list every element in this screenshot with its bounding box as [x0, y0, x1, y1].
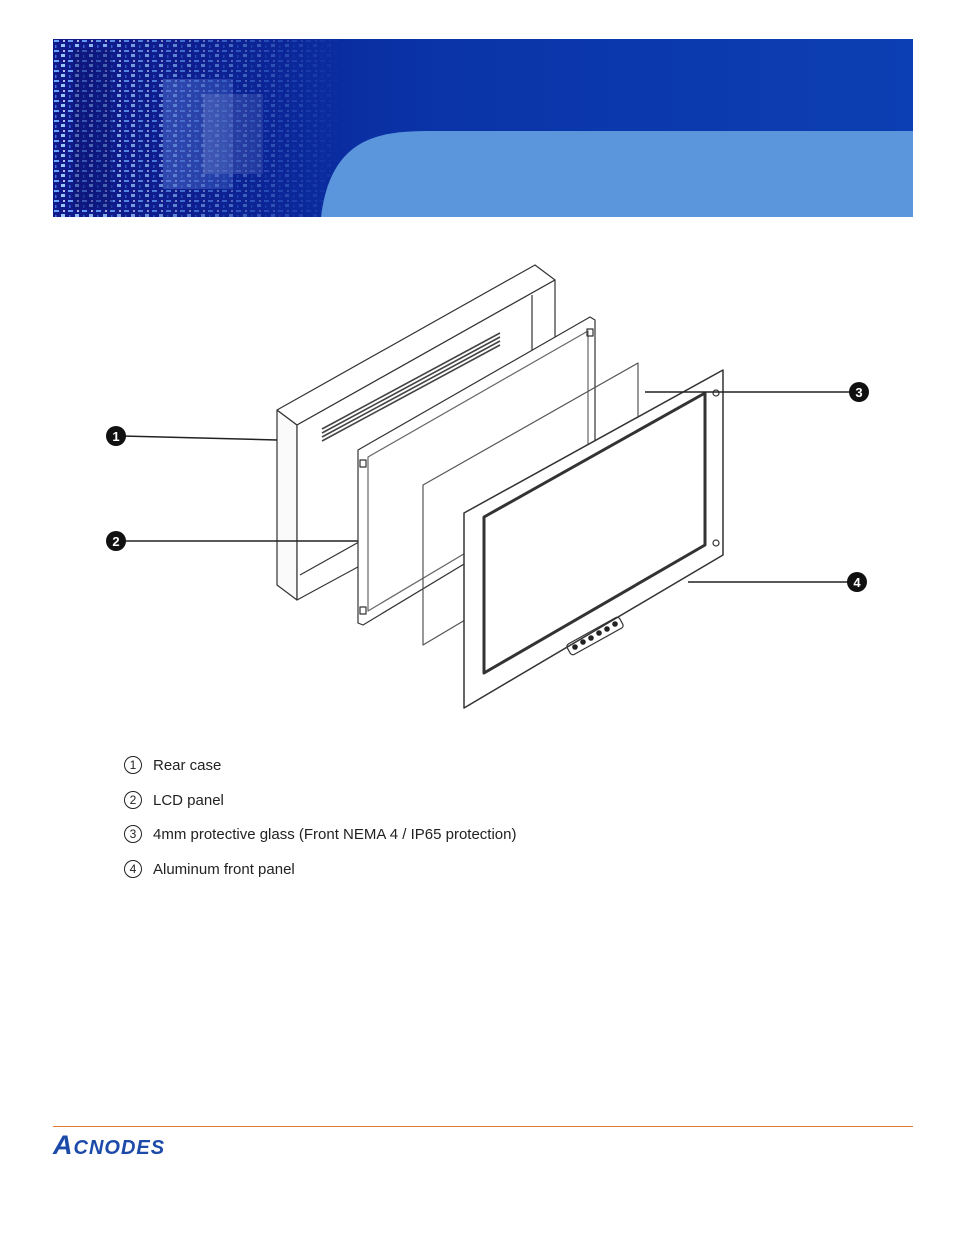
legend-item-lcd-panel: 2 LCD panel — [124, 789, 224, 811]
legend-label: 4mm protective glass (Front NEMA 4 / IP6… — [153, 826, 516, 843]
circuit-board-image — [53, 39, 343, 217]
leader-line-1 — [122, 436, 277, 440]
legend-number: 4 — [124, 860, 142, 878]
legend-item-rear-case: 1 Rear case — [124, 754, 221, 776]
legend-item-protective-glass: 3 4mm protective glass (Front NEMA 4 / I… — [124, 823, 516, 845]
legend-number: 3 — [124, 825, 142, 843]
acnodes-logo: ACNODES — [53, 1130, 213, 1160]
legend-label: LCD panel — [153, 792, 224, 809]
svg-text:4: 4 — [853, 575, 861, 590]
legend-number: 1 — [124, 756, 142, 774]
callout-1: 1 — [106, 426, 126, 446]
svg-text:1: 1 — [112, 429, 119, 444]
svg-text:2: 2 — [112, 534, 119, 549]
legend-label: Aluminum front panel — [153, 861, 295, 878]
exploded-view-diagram: 1 2 3 4 — [90, 255, 890, 720]
header-banner — [53, 39, 913, 217]
svg-text:3: 3 — [855, 385, 862, 400]
footer-divider — [53, 1126, 913, 1127]
callout-4: 4 — [847, 572, 867, 592]
legend-label: Rear case — [153, 757, 221, 774]
callout-2: 2 — [106, 531, 126, 551]
legend-item-front-panel: 4 Aluminum front panel — [124, 858, 295, 880]
legend-number: 2 — [124, 791, 142, 809]
callout-3: 3 — [849, 382, 869, 402]
